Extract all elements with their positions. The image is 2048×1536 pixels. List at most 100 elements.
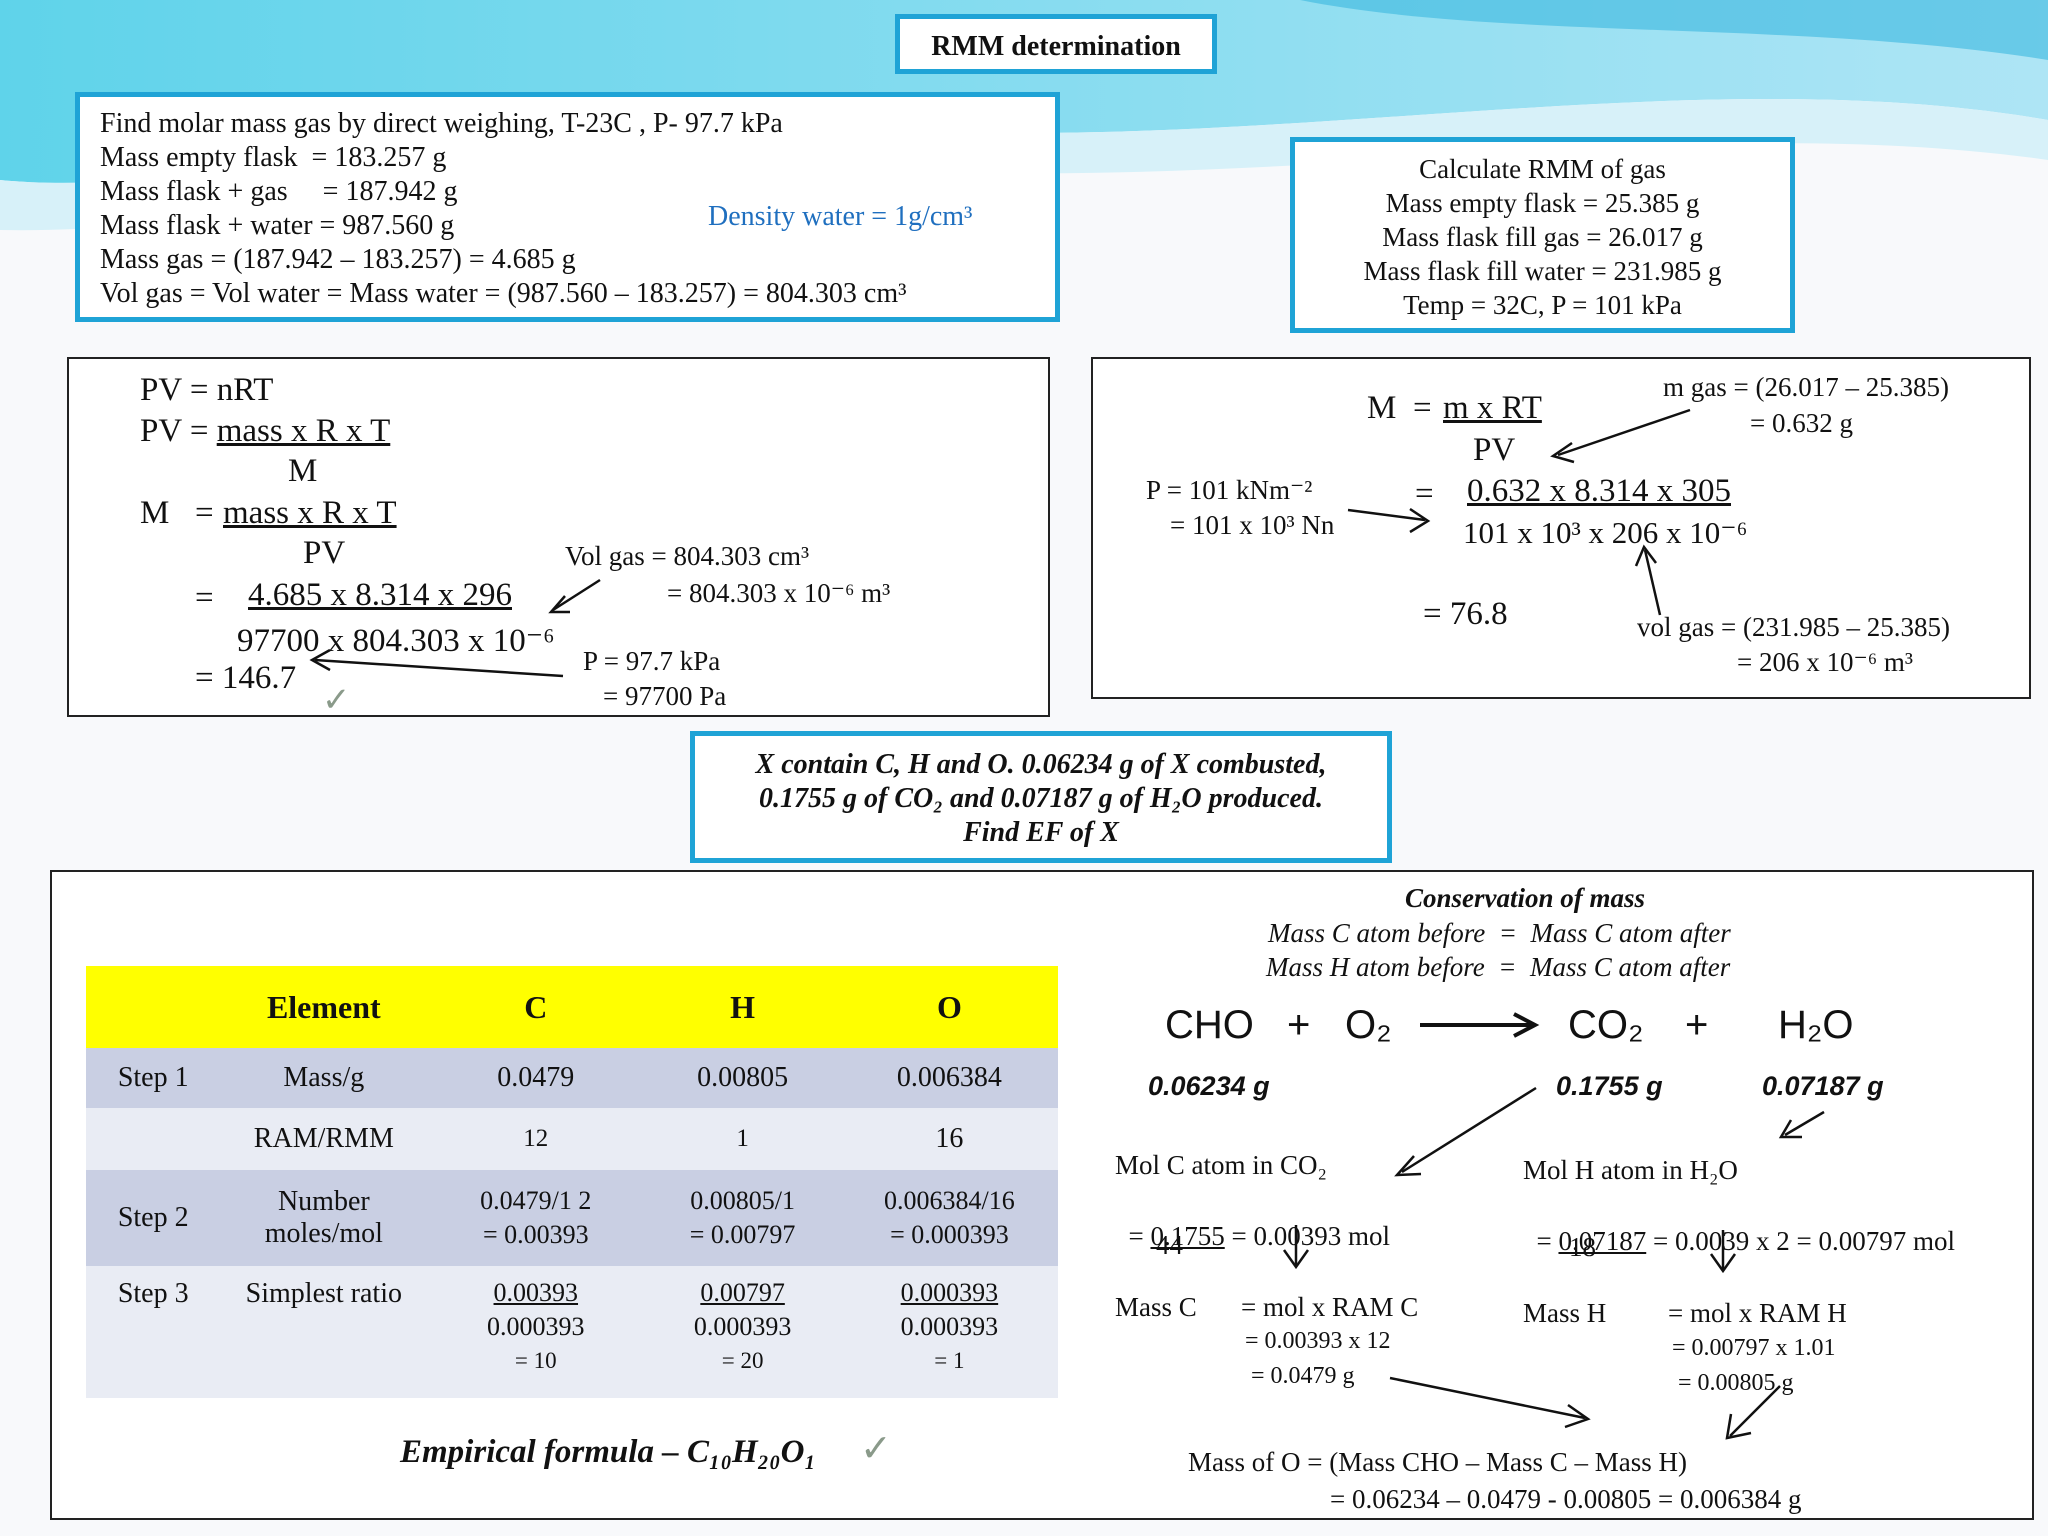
ram-h: 1 xyxy=(644,1108,841,1170)
temp-pressure: Temp = 32C, P = 101 kPa xyxy=(1403,290,1682,320)
moles-c-value: = 0.00393 xyxy=(482,1220,589,1249)
mass-flask-fill-water: Mass flask fill water = 231.985 g xyxy=(1363,256,1722,286)
m-mass-r-t: mass x R x T xyxy=(223,495,397,531)
mass-empty-flask: Mass empty flask = 183.257 g xyxy=(100,142,447,173)
moles-o-value: = 0.000393 xyxy=(890,1220,1009,1249)
m-gas-expr: m gas = (26.017 – 25.385) xyxy=(1663,372,1949,402)
ram-o: 16 xyxy=(840,1108,1058,1170)
mass-g-label: Mass/g xyxy=(220,1048,428,1108)
mass-o: 0.006384 xyxy=(840,1048,1058,1108)
question-line-1: X contain C, H and O. 0.06234 g of X com… xyxy=(755,749,1327,780)
mass-c-result: = 0.0479 g xyxy=(1251,1363,1355,1389)
m-symbol: M xyxy=(140,495,170,531)
ratio-label: Simplest ratio xyxy=(220,1266,428,1398)
mass-empty-flask-2: Mass empty flask = 25.385 g xyxy=(1385,188,1700,218)
step-2-label: Step 2 xyxy=(86,1170,221,1266)
m-equals-2: = xyxy=(1413,390,1432,426)
mol-h-result: = 0.0039 x 2 = 0.00797 mol xyxy=(1646,1226,1955,1256)
moles-label-2: moles/mol xyxy=(264,1218,383,1249)
mass-c-calc: = 0.00393 x 12 xyxy=(1245,1328,1391,1354)
vol-gas-m3: = 804.303 x 10⁻⁶ m³ xyxy=(667,578,891,608)
m-mrt-pv-box xyxy=(1091,357,2031,699)
mass-flask-gas: Mass flask + gas = 187.942 g xyxy=(100,176,458,207)
vol-gas-cm3: Vol gas = 804.303 cm³ xyxy=(565,541,810,571)
vol-gas-value: = 206 x 10⁻⁶ m³ xyxy=(1737,647,1913,677)
equals-1: = xyxy=(195,580,214,616)
direct-weighing-box: Find molar mass gas by direct weighing, … xyxy=(75,92,1060,322)
mass-h2o: 0.07187 g xyxy=(1762,1071,1884,1101)
title-box: RMM determination xyxy=(895,14,1217,74)
moles-label-1: Number xyxy=(277,1186,370,1217)
question-box: X contain C, H and O. 0.06234 g of X com… xyxy=(690,731,1392,863)
check-icon-2: ✓ xyxy=(860,1426,892,1470)
check-icon: ✓ xyxy=(322,680,351,720)
pressure-pa: = 97700 Pa xyxy=(603,681,727,711)
pv-nrt-box xyxy=(67,357,1050,717)
ratio-h-num: 0.00797 xyxy=(700,1278,785,1307)
mol-h-numerator: 0.07187 xyxy=(1558,1226,1647,1256)
m-equals: = xyxy=(195,495,214,531)
numerator-values: 4.685 x 8.314 x 296 xyxy=(248,577,512,613)
ratio-c-num: 0.00393 xyxy=(493,1278,579,1307)
ratio-h-result: = 20 xyxy=(721,1348,764,1373)
mol-h-denominator: 18 xyxy=(1569,1232,1596,1262)
molar-mass-denominator: M xyxy=(288,453,318,489)
conservation-h: Mass H atom before = Mass C atom after xyxy=(1266,952,1731,982)
question-line-3: Find EF of X xyxy=(963,817,1119,848)
mass-o-result: = 0.06234 – 0.0479 - 0.00805 = 0.006384 … xyxy=(1330,1484,1802,1514)
mass-c-label: Mass C xyxy=(1115,1292,1197,1322)
calculate-rmm-box: Calculate RMM of gas Mass empty flask = … xyxy=(1290,137,1795,333)
mass-flask-fill-gas: Mass flask fill gas = 26.017 g xyxy=(1382,222,1703,252)
denominator-2: 101 x 10³ x 206 x 10⁻⁶ xyxy=(1463,515,1748,550)
moles-c-expr: 0.0479/1 2 xyxy=(480,1186,592,1215)
pv-denominator-2: PV xyxy=(1473,432,1516,468)
problem-statement: Find molar mass gas by direct weighing, … xyxy=(100,108,783,139)
mass-gas: Mass gas = (187.942 – 183.257) = 4.685 g xyxy=(100,244,576,275)
ratio-o-num: 0.000393 xyxy=(900,1278,999,1307)
p-nn: = 101 x 10³ Nn xyxy=(1170,510,1335,540)
vol-gas: Vol gas = Vol water = Mass water = (987.… xyxy=(100,278,907,309)
blank-cell xyxy=(86,1108,221,1170)
table-header-c: C xyxy=(427,966,645,1048)
eq-cho: CHO xyxy=(1165,1003,1254,1047)
eq-h2o: H₂O xyxy=(1778,1003,1854,1047)
mass-r-t-numerator: mass x R x T xyxy=(216,413,391,449)
eq-plus-1: + xyxy=(1287,1003,1311,1047)
table-header: Element C H O xyxy=(86,966,1058,1048)
mass-o-formula: Mass of O = (Mass CHO – Mass C – Mass H) xyxy=(1188,1447,1687,1477)
mol-c-result: = 0.00393 mol xyxy=(1224,1221,1390,1251)
mass-c-formula: = mol x RAM C xyxy=(1241,1292,1419,1322)
empirical-table: Element C H O Step 1 Mass/g 0.0479 0.008… xyxy=(86,966,1058,1398)
ratio-c-den: 0.000393 xyxy=(487,1312,585,1341)
mol-h-title: Mol H atom in H₂O xyxy=(1523,1155,1738,1185)
mol-c-eq-pre: = xyxy=(1128,1221,1151,1251)
numerator-2: 0.632 x 8.314 x 305 xyxy=(1467,473,1731,509)
conservation-title: Conservation of mass xyxy=(1404,883,1646,913)
ram-c: 12 xyxy=(427,1108,645,1170)
table-header-blank xyxy=(86,966,221,1048)
mol-c-numerator: 0.1755 xyxy=(1150,1221,1225,1251)
eq-o2: O₂ xyxy=(1345,1003,1392,1047)
moles-h-value: = 0.00797 xyxy=(689,1220,796,1249)
ratio-o-result: = 1 xyxy=(934,1348,965,1373)
table-row-mass: Step 1 Mass/g 0.0479 0.00805 0.006384 xyxy=(86,1048,1058,1108)
eq-co2: CO₂ xyxy=(1568,1003,1644,1047)
table-row-ram: RAM/RMM 12 1 16 xyxy=(86,1108,1058,1170)
ratio-h-den: 0.000393 xyxy=(693,1312,792,1341)
moles-h-expr: 0.00805/1 xyxy=(690,1186,795,1215)
mass-h-formula: = mol x RAM H xyxy=(1668,1298,1847,1328)
ram-label: RAM/RMM xyxy=(220,1108,428,1170)
mass-h-calc: = 0.00797 x 1.01 xyxy=(1672,1335,1836,1361)
calc-rmm-heading: Calculate RMM of gas xyxy=(1419,154,1666,184)
mass-co2: 0.1755 g xyxy=(1556,1071,1663,1101)
denominator-values: 97700 x 804.303 x 10⁻⁶ xyxy=(237,623,555,659)
question-line-2: 0.1755 g of CO₂ and 0.07187 g of H₂O pro… xyxy=(759,783,1323,814)
m-x-rt: m x RT xyxy=(1443,390,1542,426)
mass-h: 0.00805 xyxy=(644,1048,841,1108)
moles-o-expr: 0.006384/16 xyxy=(884,1186,1015,1215)
result-76-8: = 76.8 xyxy=(1423,596,1508,632)
